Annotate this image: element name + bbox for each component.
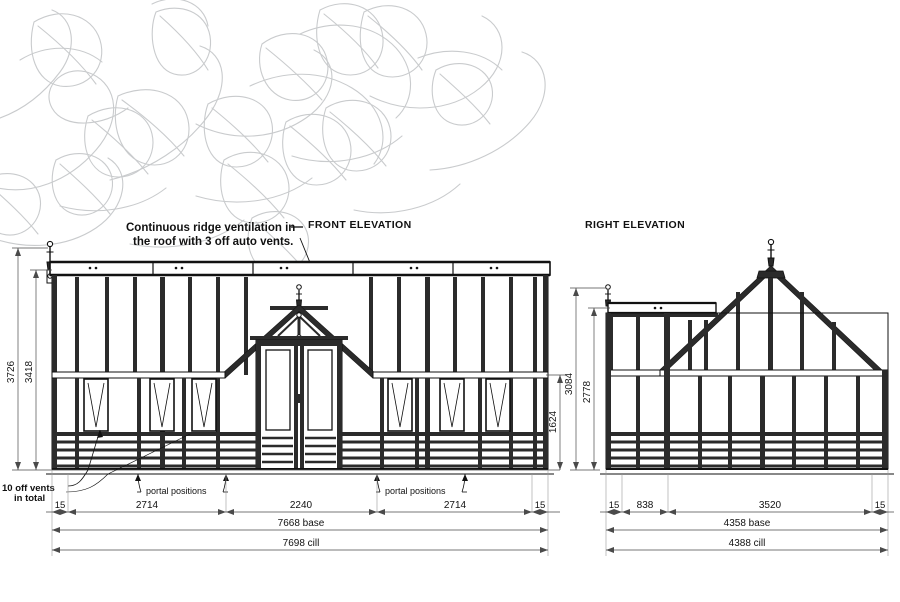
front-right-transom (372, 371, 549, 379)
right-dim-3520: 3520 (759, 500, 782, 511)
front-dim-15-right: 15 (535, 500, 546, 511)
leaf (0, 173, 42, 236)
right-dim-3084: 3084 (564, 372, 575, 395)
leaf (316, 3, 384, 76)
right-apex-cap (756, 270, 786, 279)
portal-left-text: portal positions (146, 486, 207, 496)
front-dim-3418: 3418 (24, 360, 35, 383)
vents-total-annotation: 10 off vents in total (2, 429, 191, 504)
vents-leader-arrow (97, 430, 103, 438)
front-upper-glazing-bars (75, 277, 537, 375)
right-overall-cill-arrows (606, 547, 888, 553)
right-dim-2778: 2778 (582, 380, 593, 403)
front-ridge-vent-band (49, 261, 551, 276)
vents-leader-curve (67, 429, 101, 487)
right-lean-to-head-rail (608, 313, 718, 317)
vents-total-line1: 10 off vents (2, 483, 55, 494)
right-right-corner-post (882, 370, 888, 469)
right-elevation-title: RIGHT ELEVATION (585, 219, 685, 231)
ridge-vent-text-line2: the roof with 3 off auto vents. (133, 236, 293, 248)
right-dim-4388-cill: 4388 cill (729, 538, 766, 549)
front-opening-vents (83, 378, 511, 432)
front-dim-chain-arrows (52, 509, 548, 515)
vent-panel (439, 378, 465, 432)
front-dim-2240: 2240 (290, 500, 313, 511)
front-eaves-dimension (546, 374, 566, 470)
right-dim-extension-lines (605, 470, 889, 556)
leaf (114, 89, 190, 166)
leaf (359, 5, 428, 78)
front-dim-2714-left: 2714 (136, 500, 159, 511)
front-dim-7668-base: 7668 base (278, 518, 325, 529)
front-dim-2714-right: 2714 (444, 500, 467, 511)
right-dim-15-right: 15 (875, 500, 886, 511)
leaf (220, 151, 290, 224)
leaf-vine-watermark (0, 0, 546, 274)
right-main-transom (659, 369, 889, 377)
front-overall-cill-arrows (52, 547, 548, 553)
right-plinth-boards (606, 440, 888, 468)
leaf (431, 63, 494, 126)
front-vertical-dim-arrows (15, 248, 39, 470)
right-lean-to-vent-markers (653, 306, 663, 310)
front-eaves-dim-arrows (557, 375, 563, 470)
leaf (282, 113, 352, 186)
right-roof-slope-right-fill (771, 266, 886, 376)
ridge-ventilation-annotation: Continuous ridge ventilation in the roof… (126, 222, 316, 271)
front-vertical-dimensions (12, 247, 560, 471)
front-elevation-title: FRONT ELEVATION (308, 219, 412, 231)
vent-panel (485, 378, 511, 432)
right-left-corner-post (606, 313, 611, 469)
front-dim-extension-lines (51, 470, 549, 556)
front-ridge-vent-splits (152, 262, 454, 275)
leaf (84, 107, 154, 178)
vent-panel (83, 378, 109, 432)
leaf (151, 7, 212, 76)
vents-leader-curve-2 (65, 433, 191, 493)
right-vertical-dim-arrows (573, 288, 597, 470)
vent-panel (191, 378, 217, 432)
right-roof-slope-left-fill (660, 266, 771, 372)
leaf (258, 32, 329, 101)
right-elevation-drawing (600, 238, 894, 475)
right-vertical-dimensions (570, 287, 610, 471)
front-entrance-doors (255, 339, 343, 470)
right-intermediate-post (664, 313, 670, 469)
right-dim-chain-arrows (606, 509, 888, 515)
vent-panel (149, 378, 175, 432)
leaf (151, 0, 209, 27)
front-elevation-drawing (46, 240, 554, 475)
ridge-vent-text-line1: Continuous ridge ventilation in (126, 222, 295, 234)
front-left-transom (51, 371, 226, 379)
leaf (30, 13, 103, 87)
front-dim-1624: 1624 (548, 410, 559, 433)
front-dim-15-left: 15 (55, 500, 66, 511)
right-overall-base-arrows (606, 527, 888, 533)
front-dim-3726: 3726 (6, 360, 17, 383)
front-overall-base-arrows (52, 527, 548, 533)
leaf (51, 153, 114, 216)
leaf (322, 99, 392, 172)
vents-total-line2: in total (14, 493, 45, 504)
right-dim-4358-base: 4358 base (724, 518, 771, 529)
right-gable-glazing-bars (704, 278, 836, 372)
vent-panel (387, 378, 413, 432)
front-plinth-boards (52, 440, 548, 468)
right-dim-15-left: 15 (609, 500, 620, 511)
right-dim-838: 838 (637, 500, 654, 511)
portal-right-text: portal positions (385, 486, 446, 496)
front-auto-vent-markers (88, 266, 499, 270)
leaf (203, 95, 273, 168)
front-dim-7698-cill: 7698 cill (283, 538, 320, 549)
